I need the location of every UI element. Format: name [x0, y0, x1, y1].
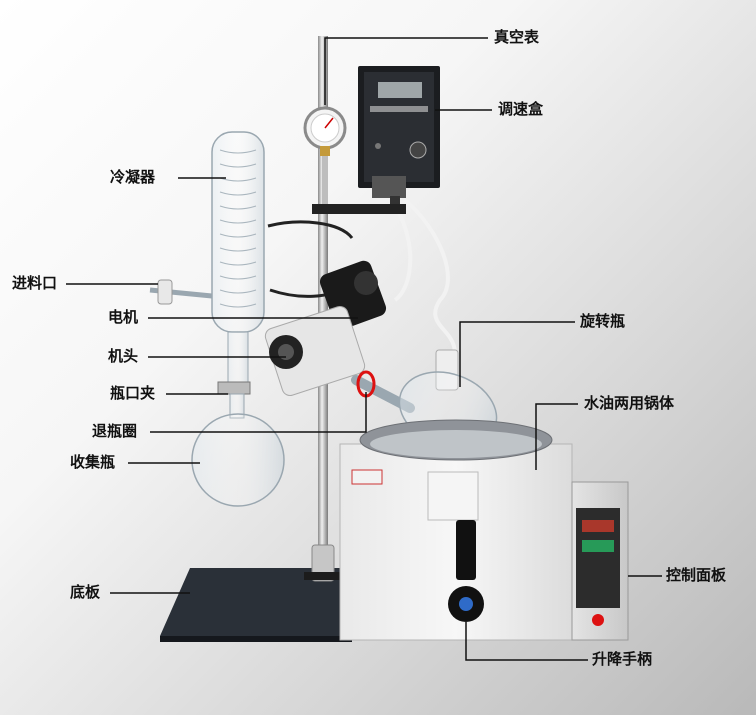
label-lift-handle: 升降手柄: [592, 650, 653, 668]
collection-flask: [191, 381, 285, 507]
speed-control-box: [358, 66, 440, 214]
label-feed-port: 进料口: [12, 274, 58, 292]
leader-lines: [66, 37, 662, 661]
condenser: [211, 131, 265, 383]
label-rotary-flask: 旋转瓶: [580, 312, 626, 330]
water-oil-bath: [339, 419, 573, 641]
label-ring: 退瓶圈: [92, 422, 138, 440]
label-speed-box: 调速盒: [498, 100, 544, 118]
label-head: 机头: [108, 347, 139, 365]
label-bath: 水油两用锅体: [584, 394, 675, 412]
label-base: 底板: [70, 583, 101, 601]
base-plate: [160, 568, 370, 642]
rotation-head: [264, 306, 366, 396]
label-condenser: 冷凝器: [110, 168, 156, 186]
label-control-panel: 控制面板: [666, 566, 727, 584]
power-cord: [393, 198, 457, 371]
label-vacuum-gauge: 真空表: [494, 28, 540, 46]
vacuum-gauge: [303, 106, 347, 210]
control-panel-box: [571, 481, 629, 641]
label-motor: 电机: [108, 308, 139, 326]
support-rod: [304, 36, 340, 582]
label-flask-clamp: 瓶口夹: [110, 384, 156, 402]
label-collect-flask: 收集瓶: [70, 453, 116, 471]
feed-port: [149, 279, 213, 305]
